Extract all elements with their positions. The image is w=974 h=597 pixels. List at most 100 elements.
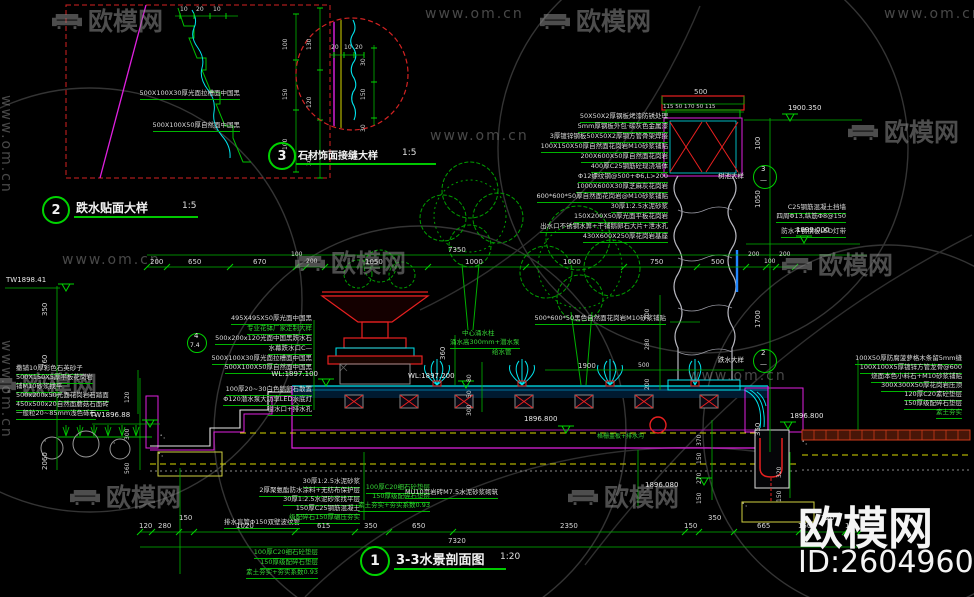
dim-value: 10 <box>344 44 352 51</box>
pool-note: 专业花钵厂家定制大样 <box>247 324 312 335</box>
grass <box>62 425 140 437</box>
watermark-logo: 欧模网 <box>782 246 893 282</box>
left-note: 500X150X5厚平板花岗岩 <box>16 373 93 384</box>
dim-value: 670 <box>253 258 267 266</box>
dim-value: 270 <box>696 472 703 484</box>
dim-value: 500 <box>694 88 708 96</box>
watermark-brand-text: 欧模网 <box>22 371 98 400</box>
wall-note: 防水不锈钢板LED灯带 <box>781 227 846 238</box>
dim-value: 120 <box>124 391 131 403</box>
pool-inner-note: 格栅盖板+排水沟 <box>597 433 645 440</box>
dim-value: 700 <box>644 308 651 320</box>
watermark-url: www.om.cn <box>0 95 14 194</box>
left-note: 一般粒20~85mm浅色砾石 <box>16 409 97 420</box>
right-wall-note: 120厚C20素砼垫层 <box>904 390 962 401</box>
level-label: 1896.800 <box>790 412 824 420</box>
detail2-note: 500X100X30厚光面拉槽面中国黑 <box>139 89 240 100</box>
dim-value: 100 <box>291 251 303 258</box>
sofa-icon <box>782 257 812 273</box>
dim-value: 615 <box>317 522 331 530</box>
dim-value: 560 <box>124 462 131 474</box>
detail-bubble-den: — <box>760 176 767 184</box>
sofa-icon <box>568 489 598 505</box>
wall-note: C25钢筋混凝土挡墙 <box>787 203 846 214</box>
pool-note: 495X495X50厚光面中国黑 <box>231 314 312 325</box>
dim-value: 150 <box>282 88 289 100</box>
base-note: 素土夯实+夯实系数0.93 <box>358 501 430 512</box>
dim-value: 200 <box>748 251 760 258</box>
left-note: 450x500x20自然面蘑菇石面砖 <box>16 400 109 411</box>
watermark-brand-text: 欧模网 <box>331 249 407 278</box>
watermark-brand-text: 欧模网 <box>576 7 652 36</box>
dim-value: 80 <box>466 374 473 382</box>
section-title-scale: 1:20 <box>500 552 521 562</box>
level-label: WL:1897.100 <box>271 370 318 378</box>
jet-note: 给水管 <box>492 348 512 356</box>
watermark-logo: 欧模网 <box>52 2 163 38</box>
watermark-logo: 欧模网 <box>295 244 406 280</box>
dim-value: 150 <box>776 490 783 502</box>
dim-value: 650 <box>188 258 202 266</box>
detail3-title-circle: 3 <box>268 142 296 170</box>
pool-note: 500x200x120光面中国黑跌水石 <box>215 334 312 345</box>
level-label: TW1898.41 <box>6 276 47 284</box>
tree-1 <box>419 161 524 331</box>
watermark-url: www.om.cn <box>0 340 14 439</box>
dim-value: 280 <box>644 338 651 350</box>
dim-value: 50 <box>466 390 473 398</box>
column-note: 430X600X250厚花岗岩基座 <box>582 232 668 243</box>
column-note: 出水口不锈钢水箅+干铺鹅卵石大片+泄水孔 <box>540 222 668 233</box>
dim-value: 30 <box>360 58 367 66</box>
detail2-title-circle: 2 <box>42 196 70 224</box>
watermark-brand-text: 欧模网 <box>818 251 894 280</box>
base-note: 2厚聚氨酯防水涂料+无纺布保护层 <box>259 486 360 497</box>
dimension-lines <box>5 96 867 574</box>
detail2-title-underline <box>74 216 198 218</box>
sofa-icon <box>295 255 325 271</box>
dim-value: 300 <box>124 428 131 440</box>
jet-note: 中心涌水柱 <box>462 329 495 337</box>
column-note: 600*600*50厚自然面花岗岩@M10砂浆铺贴 <box>536 192 668 203</box>
level-label: 1900.350 <box>788 104 822 112</box>
pool-note: 100厚20~30白色鹅卵石散置 <box>225 385 312 396</box>
dim-value: 1000 <box>465 258 483 266</box>
detail-bubble-label: 跌水大样 <box>718 356 744 364</box>
dim-value: 1700 <box>754 310 762 328</box>
column-note: 30厚1:2.5水泥砂浆 <box>610 202 668 213</box>
dim-value: 150 <box>360 88 367 100</box>
column-note: 150X200X50厚光面平板花岗岩 <box>574 212 668 223</box>
sculpture-column <box>661 95 745 391</box>
dim-value: 1000 <box>563 258 581 266</box>
dim-value: 10 <box>180 6 188 13</box>
right-deck <box>801 429 971 471</box>
level-label: 1896.800 <box>524 415 558 423</box>
detail-bubble-num: 3 <box>761 165 766 173</box>
watermark-logo: 欧模网 <box>568 478 679 514</box>
dim-value: 200 <box>150 258 164 266</box>
detail-bubble-num: 4 <box>194 332 199 340</box>
pool-note: Φ120潜水泵大功率LED水底灯 <box>223 395 312 406</box>
dim-value: 1020 <box>236 522 254 530</box>
detail3-title-scale: 1:5 <box>402 148 417 158</box>
left-note: 撒铺10厚彩色石英砂子 <box>16 364 83 375</box>
goblet-planter <box>320 249 430 385</box>
dim-value: 320 <box>776 466 783 478</box>
base-note: 素土夯实+夯实系数0.93 <box>246 568 318 579</box>
pool-note: 水幕跌水口C— <box>268 344 312 355</box>
dim-value: 370 <box>696 434 703 446</box>
pool-note: 溢水口+排水孔 <box>267 405 312 416</box>
dim-value: 200 <box>644 378 651 390</box>
dim-value: 20 <box>355 44 363 51</box>
section-title-num: 1 <box>370 553 380 569</box>
detail-bubble-label: 树池大样 <box>718 172 744 180</box>
dim-value: 10 <box>213 6 221 13</box>
detail3-title-underline <box>296 163 436 165</box>
column-note: 50X50X2厚钢板烤漆防锈处理 <box>579 112 668 123</box>
dim-value: 760 <box>41 354 49 368</box>
detail2-note: 500X100X50厚自然面中国黑 <box>152 121 240 132</box>
base-note: 150厚级配碎石垫层 <box>260 558 318 569</box>
base-note: 150厚级配碎石垫层 <box>372 492 430 503</box>
dim-value: 120 <box>306 96 313 108</box>
